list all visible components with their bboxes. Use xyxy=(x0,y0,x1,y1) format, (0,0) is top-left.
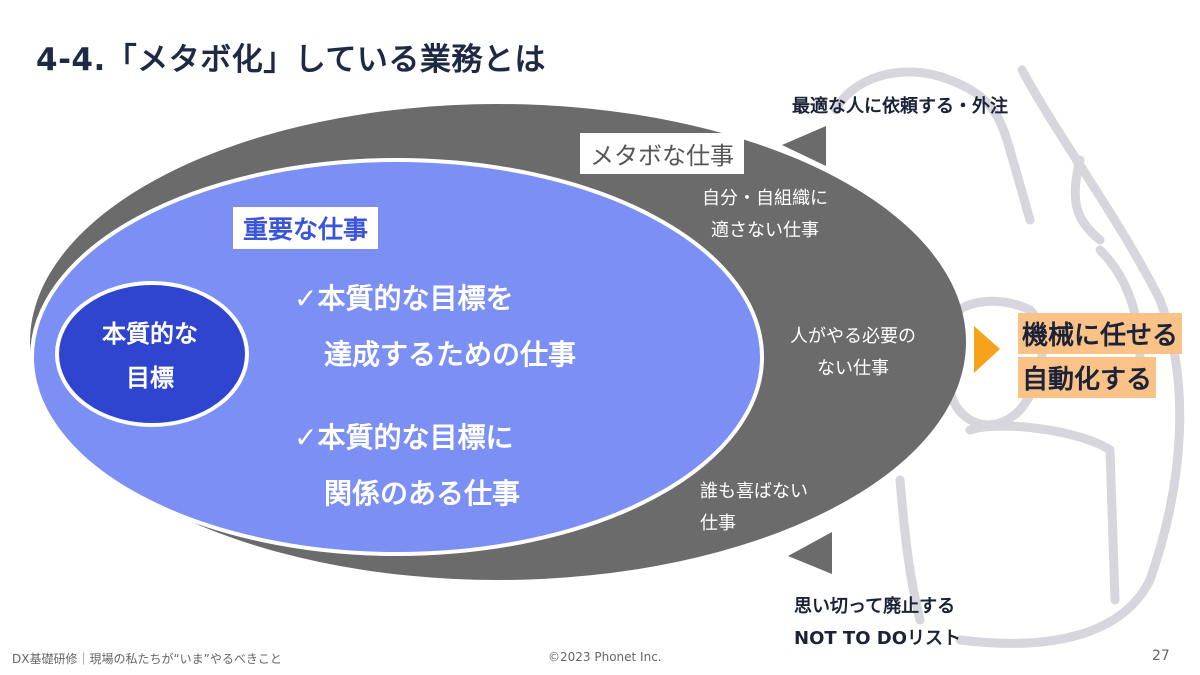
important-item-2-line-2: 関係のある仕事 xyxy=(324,477,521,510)
footer-copyright: ©2023 Phonet Inc. xyxy=(548,650,662,664)
unappreciated-work-text: 誰も喜ばない 仕事 xyxy=(700,476,808,540)
automate-arrow-icon xyxy=(974,326,1000,373)
important-item-2-line-1: ✓本質的な目標に xyxy=(294,421,514,454)
eliminate-action-text: 思い切って廃止する NOT TO DOリスト xyxy=(794,591,961,655)
sketch-figure xyxy=(831,65,1185,648)
page-title: 4-4.「メタボ化」している業務とは xyxy=(36,42,546,78)
core-goal-text: 本質的な 目標 xyxy=(70,312,230,400)
footer-course-title: DX基礎研修｜現場の私たちが“いま”やるべきこと xyxy=(12,652,282,666)
unnecessary-line-1: 人がやる必要の xyxy=(790,326,916,347)
automate-action-line-2: 自動化する xyxy=(1018,357,1157,398)
outsource-action-text: 最適な人に依頼する・外注 xyxy=(792,96,1008,117)
core-goal-line-1: 本質的な xyxy=(102,320,198,348)
important-work-label: 重要な仕事 xyxy=(233,207,379,249)
important-item-1-line-2: 達成するための仕事 xyxy=(324,338,577,371)
unnecessary-work-text: 人がやる必要の ない仕事 xyxy=(778,321,928,385)
metabo-work-label: メタボな仕事 xyxy=(580,133,744,174)
unappreciated-line-2: 仕事 xyxy=(700,513,736,534)
unnecessary-line-2: ない仕事 xyxy=(817,358,889,379)
eliminate-line-2: NOT TO DOリスト xyxy=(794,628,962,649)
important-work-item-2: ✓本質的な目標に 関係のある仕事 xyxy=(294,410,520,522)
important-item-1-line-1: ✓本質的な目標を xyxy=(294,282,514,315)
important-work-ellipse xyxy=(30,158,764,556)
automate-action-line-1: 機械に任せる xyxy=(1018,313,1183,354)
outsource-arrow-icon xyxy=(782,126,826,166)
core-goal-line-2: 目標 xyxy=(126,364,174,392)
unsuitable-work-text: 自分・自組織に 適さない仕事 xyxy=(690,183,840,247)
page-number: 27 xyxy=(1152,648,1170,664)
eliminate-line-1: 思い切って廃止する xyxy=(794,596,956,617)
core-goal-ellipse xyxy=(55,281,249,427)
important-work-item-1: ✓本質的な目標を 達成するための仕事 xyxy=(294,271,576,383)
unappreciated-line-1: 誰も喜ばない xyxy=(700,481,808,502)
unsuitable-line-2: 適さない仕事 xyxy=(711,220,819,241)
unsuitable-line-1: 自分・自組織に xyxy=(702,188,828,209)
eliminate-arrow-icon xyxy=(788,532,832,574)
